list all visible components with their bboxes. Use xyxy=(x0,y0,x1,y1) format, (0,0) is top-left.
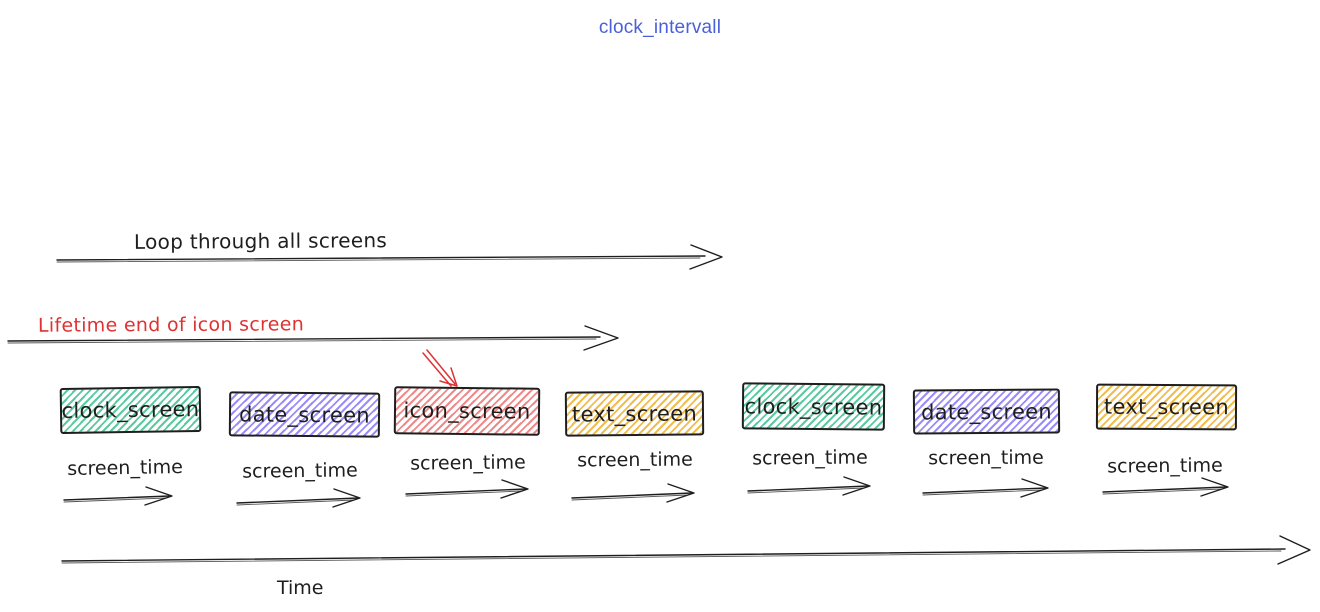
screen-time-arrow-5 xyxy=(747,476,871,496)
screen-box-label: date_screen xyxy=(920,399,1053,424)
screen-box-clock-1: clock_screen xyxy=(59,386,202,434)
screen-box-clock-2: clock_screen xyxy=(741,382,886,431)
screen-box-label: text_screen xyxy=(571,400,698,427)
screen-time-arrow-3 xyxy=(405,479,529,499)
loop-label: Loop through all screens xyxy=(133,228,388,254)
screen-time-label-1: screen_time xyxy=(67,455,183,481)
lifetime-label: Lifetime end of icon screen xyxy=(37,313,305,337)
screen-time-arrow-7 xyxy=(1102,477,1229,497)
screen-time-label-5: screen_time xyxy=(752,446,868,470)
screen-box-date-2: date_screen xyxy=(912,388,1061,435)
screen-box-text-1: text_screen xyxy=(564,390,705,437)
screen-time-label-6: screen_time xyxy=(928,446,1044,470)
screen-box-icon: icon_screen xyxy=(393,386,541,436)
screen-time-label-3: screen_time xyxy=(410,451,526,475)
screen-box-label: date_screen xyxy=(238,401,371,428)
screen-box-text-2: text_screen xyxy=(1095,383,1238,431)
screen-box-date-1: date_screen xyxy=(228,391,381,438)
screen-time-arrow-4 xyxy=(571,483,695,503)
screen-time-label-7: screen_time xyxy=(1107,454,1223,478)
screen-box-label: text_screen xyxy=(1103,394,1230,420)
screen-box-label: clock_screen xyxy=(744,393,883,420)
time-axis-label: Time xyxy=(277,577,324,599)
screen-time-arrow-2 xyxy=(236,488,361,508)
screen-box-label: clock_screen xyxy=(61,397,200,423)
screen-box-label: icon_screen xyxy=(403,398,531,424)
screen-time-label-4: screen_time xyxy=(577,448,693,472)
time-axis-arrow xyxy=(61,535,1311,565)
diagram-title: clock_intervall xyxy=(598,17,722,38)
screen-time-arrow-1 xyxy=(63,486,173,506)
screen-time-arrow-6 xyxy=(922,478,1049,498)
icon-screen-pointer-arrow xyxy=(422,349,458,387)
screen-time-label-2: screen_time xyxy=(242,459,358,483)
